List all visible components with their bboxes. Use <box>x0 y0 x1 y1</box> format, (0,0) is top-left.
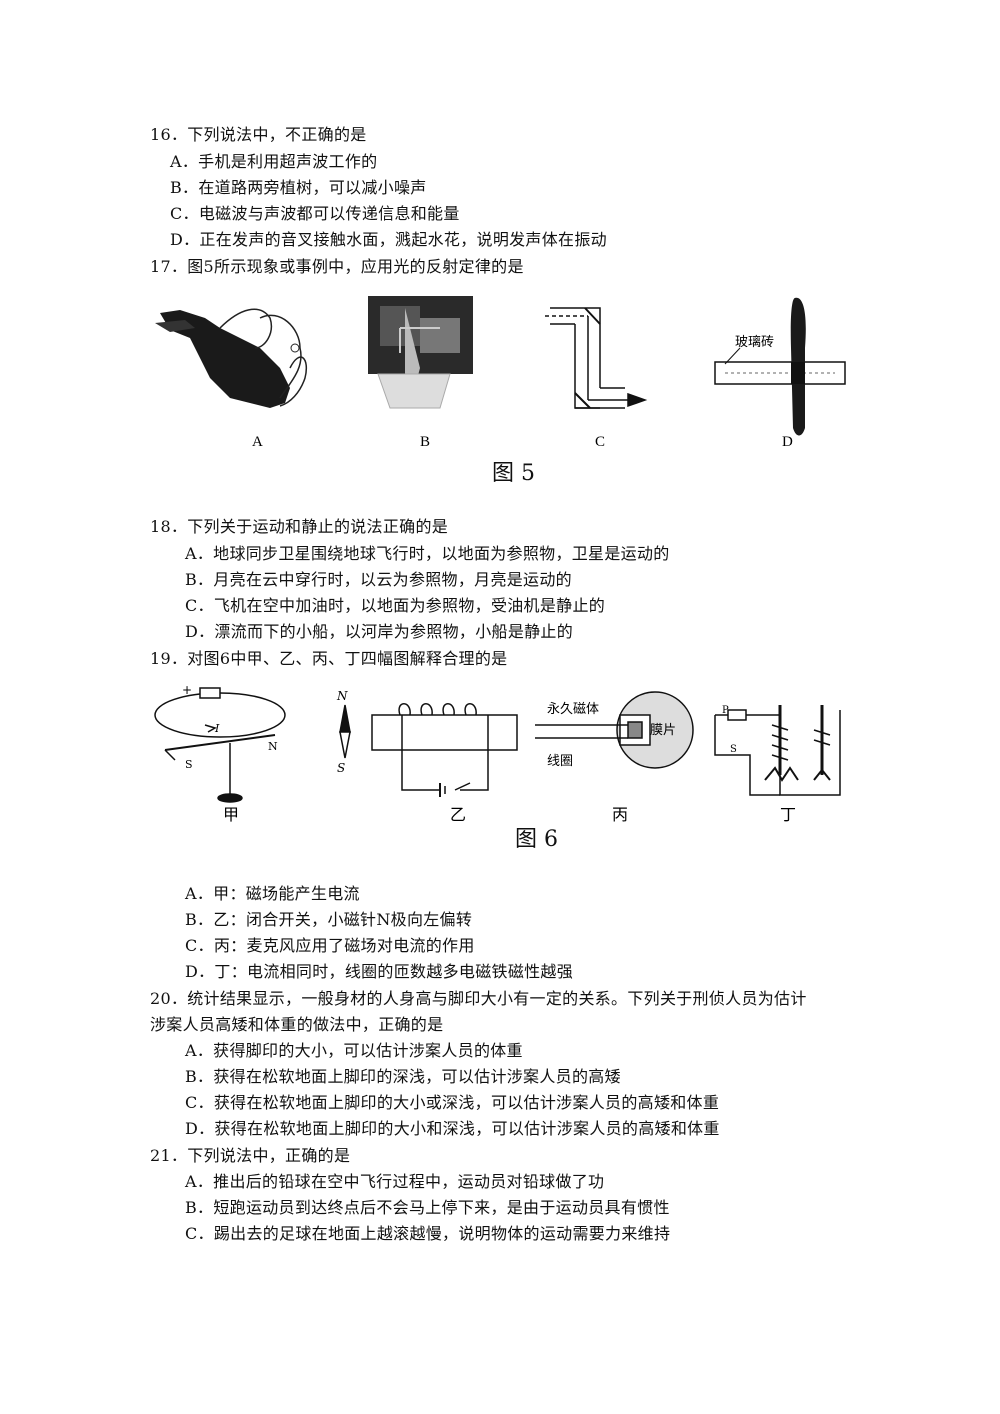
fig5-label-d: D <box>782 434 793 450</box>
fig6-ding-switch-label: S <box>730 744 737 755</box>
q18-option-c: C．飞机在空中加油时，以地面为参照物，受油机是静止的 <box>185 596 606 615</box>
q18-option-a: A．地球同步卫星围绕地球飞行时，以地面为参照物，卫星是运动的 <box>185 544 670 563</box>
fig6-label-ding: 丁 <box>780 805 796 824</box>
q21-option-a: A．推出后的铅球在空中飞行过程中，运动员对铅球做了功 <box>185 1172 605 1191</box>
fig5-label-a: A <box>252 434 263 450</box>
figure-6-caption: 图 6 <box>515 827 558 852</box>
fig5-a-hand-shadow <box>155 308 307 408</box>
fig5-label-c: C <box>595 434 605 450</box>
q19-option-a: A．甲：磁场能产生电流 <box>185 884 360 903</box>
q20-stem-line2: 涉案人员高矮和体重的做法中，正确的是 <box>150 1015 444 1034</box>
q16-option-d: D．正在发声的音叉接触水面，溅起水花，说明发声体在振动 <box>170 230 607 249</box>
fig5-d-glass-block <box>714 297 846 436</box>
q18-option-b: B．月亮在云中穿行时，以云为参照物，月亮是运动的 <box>185 570 572 589</box>
q20-option-d: D．获得在松软地面上脚印的大小和深浅，可以估计涉案人员的高矮和体重 <box>185 1119 720 1138</box>
q16-option-b: B．在道路两旁植树，可以减小噪声 <box>170 178 427 197</box>
q21-stem: 21．下列说法中，正确的是 <box>150 1146 351 1165</box>
q20-stem-line1: 20．统计结果显示，一般身材的人身高与脚印大小有一定的关系。下列关于刑侦人员为估… <box>150 989 807 1008</box>
svg-text:I: I <box>214 722 220 735</box>
fig6-bing-microphone <box>535 691 694 769</box>
q18-stem: 18．下列关于运动和静止的说法正确的是 <box>150 517 449 536</box>
fig6-membrane-label: 膜片 <box>650 723 676 738</box>
fig5-b-reflection-photo <box>368 296 473 409</box>
q19-option-d: D．丁：电流相同时，线圈的匝数越多电磁铁磁性越强 <box>185 962 574 981</box>
figure-5-caption: 图 5 <box>492 461 535 486</box>
figure-5: 玻璃砖 A B C D <box>155 296 846 450</box>
q18-option-d: D．漂流而下的小船，以河岸为参照物，小船是静止的 <box>185 622 574 641</box>
fig6-yi-south: S <box>337 761 345 775</box>
svg-text:P: P <box>722 705 729 716</box>
fig5-glass-label: 玻璃砖 <box>735 335 774 350</box>
fig6-jia-north: N <box>268 740 278 753</box>
q19-option-c: C．丙：麦克风应用了磁场对电流的作用 <box>185 936 475 955</box>
fig6-label-yi: 乙 <box>450 805 466 824</box>
q16-option-a: A．手机是利用超声波工作的 <box>170 152 378 171</box>
q20-option-b: B．获得在松软地面上脚印的深浅，可以估计涉案人员的高矮 <box>185 1067 621 1086</box>
q20-option-a: A．获得脚印的大小，可以估计涉案人员的体重 <box>185 1041 523 1060</box>
svg-text:+: + <box>182 683 192 697</box>
fig6-magnet-label: 永久磁体 <box>547 702 599 717</box>
fig5-label-b: B <box>420 434 430 450</box>
fig6-label-jia: 甲 <box>223 805 239 824</box>
figure-6: + I S N N S 永久磁体 膜片 线圈 P S <box>154 683 841 824</box>
q16-option-c: C．电磁波与声波都可以传递信息和能量 <box>170 204 460 223</box>
fig6-yi-north: N <box>336 689 348 703</box>
q21-option-b: B．短跑运动员到达终点后不会马上停下来，是由于运动员具有惯性 <box>185 1198 670 1217</box>
fig6-coil-label: 线圈 <box>547 754 573 769</box>
q17-stem: 17．图5所示现象或事例中，应用光的反射定律的是 <box>150 257 524 276</box>
fig5-c-periscope <box>545 307 648 409</box>
q16-stem: 16．下列说法中，不正确的是 <box>150 125 367 144</box>
q19-stem: 19．对图6中甲、乙、丙、丁四幅图解释合理的是 <box>150 649 508 668</box>
q21-option-c: C．踢出去的足球在地面上越滚越慢，说明物体的运动需要力来维持 <box>185 1224 671 1243</box>
fig6-label-bing: 丙 <box>612 805 628 824</box>
q20-option-c: C．获得在松软地面上脚印的大小或深浅，可以估计涉案人员的高矮和体重 <box>185 1093 720 1112</box>
fig6-jia-oersted <box>154 687 286 803</box>
fig6-jia-south: S <box>185 758 193 771</box>
fig6-yi-solenoid <box>339 703 518 797</box>
fig6-ding-electromagnets <box>714 705 841 796</box>
q19-option-b: B．乙：闭合开关，小磁针N极向左偏转 <box>185 910 473 929</box>
